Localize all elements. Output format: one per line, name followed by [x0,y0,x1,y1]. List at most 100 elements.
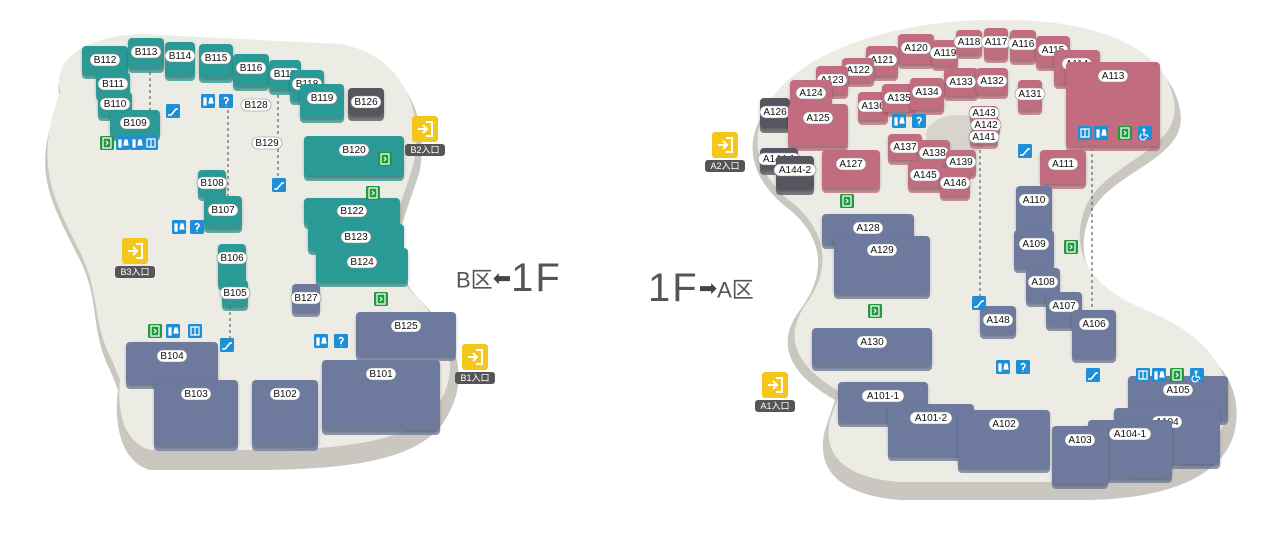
exit-icon [1064,240,1078,254]
entrance-label: B2入口 [410,145,439,155]
store-unit-b114[interactable]: B114 [164,42,196,81]
store-unit-b109[interactable]: B109 [110,110,160,141]
store-unit-b129[interactable]: B129 [251,136,283,150]
store-unit-a146[interactable]: A146 [939,170,971,201]
info-icon-glyph [916,116,922,126]
store-unit-a110[interactable]: A110 [1016,186,1052,235]
store-unit-a145[interactable]: A145 [908,162,942,193]
store-unit-a101-2[interactable]: A101-2 [888,404,974,461]
store-unit-a122[interactable]: A122 [842,58,874,87]
store-label: A101-1 [867,391,900,402]
store-label-pill [1018,193,1050,207]
store-label-pill [982,313,1014,327]
store-unit-b103[interactable]: B103 [154,380,238,451]
store-unit-b104[interactable]: B104 [126,342,218,389]
store-unit-b124[interactable]: B124 [316,248,408,287]
store-unit-b125[interactable]: B125 [356,312,456,361]
store-unit-a109[interactable]: A109 [1014,230,1054,273]
store-unit-b107[interactable]: B107 [204,196,242,233]
elevator-icon [144,136,158,150]
exit-icon [1170,368,1184,382]
store-unit-a125[interactable]: A125 [788,104,848,151]
escalator-icon-bg [220,338,234,352]
store-unit-a144-2[interactable]: A144-2 [773,156,817,195]
store-label-pill [1048,299,1080,313]
store-unit-b113[interactable]: B113 [128,38,164,73]
store-unit-a135[interactable]: A135 [882,84,916,117]
store-label: B122 [340,206,364,217]
store-unit-b120[interactable]: B120 [304,136,404,181]
store-label: B123 [344,232,368,243]
accessible-icon-bg [1138,126,1152,140]
store-unit-a129[interactable]: A129 [834,236,930,299]
store-label-pill [196,176,228,190]
store-unit-b115[interactable]: B115 [199,44,233,83]
store-unit-a127[interactable]: A127 [822,150,880,193]
escalator-icon-bg [1018,144,1032,158]
store-label: A145 [913,170,937,181]
store-label: B110 [104,99,127,110]
restroom-icon [130,136,144,150]
info-icon-glyph [223,96,229,106]
store-unit-a113[interactable]: A113 [1066,62,1160,151]
store-unit-b126[interactable]: B126 [348,88,384,121]
store-unit-b122[interactable]: B122 [304,198,400,229]
info-icon-bg [334,334,348,348]
store-label: A143 [972,108,996,119]
store-unit-a103[interactable]: A103 [1052,426,1108,489]
store-label-pill [119,116,151,130]
store-unit-b105[interactable]: B105 [219,280,251,311]
store-label: A113 [1102,71,1125,82]
info-icon [912,114,926,128]
entrance-B2入口[interactable]: B2入口 [405,116,445,156]
entrance-A2入口[interactable]: A2入口 [705,132,745,172]
escalator-icon [220,338,234,352]
store-unit-a131[interactable]: A131 [1014,80,1046,115]
store-unit-a132[interactable]: A132 [976,68,1008,99]
accessible-icon-glyph [1191,370,1201,383]
store-unit-a119[interactable]: A119 [929,40,961,71]
store-unit-a141[interactable]: A141 [968,130,1000,149]
store-unit-b102[interactable]: B102 [252,380,318,451]
store-unit-b101[interactable]: B101 [322,360,440,435]
store-unit-b128[interactable]: B128 [240,98,272,112]
store-label-pill [795,86,827,100]
store-unit-a134[interactable]: A134 [910,78,944,115]
store-unit-a102[interactable]: A102 [958,410,1050,473]
store-unit-a117[interactable]: A117 [980,28,1012,63]
store-unit-a118[interactable]: A118 [953,30,985,59]
entrance-B3入口[interactable]: B3入口 [115,238,155,278]
store-unit-a104-1[interactable]: A104-1 [1088,420,1172,483]
entrance-A1入口[interactable]: A1入口 [755,372,795,412]
store-unit-a130[interactable]: A130 [812,328,932,371]
store-unit-a133[interactable]: A133 [944,68,978,101]
escalator-icon-glyph [1088,372,1098,380]
store-unit-b108[interactable]: B108 [196,170,228,201]
store-label-pill [1047,157,1079,171]
store-unit-a148[interactable]: A148 [980,306,1016,339]
store-unit-b119[interactable]: B119 [300,84,344,123]
info-icon [334,334,348,348]
store-label-pill [1162,383,1194,397]
store-unit-b116[interactable]: B116 [233,54,269,91]
store-label: B101 [369,369,393,380]
store-unit-a120[interactable]: A120 [898,34,934,69]
store-label: A107 [1052,301,1076,312]
arrow-right-icon: ➡ [698,275,718,301]
store-unit-b127[interactable]: B127 [290,284,322,317]
store-unit-a106[interactable]: A106 [1072,310,1116,363]
store-unit-a111[interactable]: A111 [1040,150,1086,189]
icons-layer [100,94,1204,383]
store-label-pill [976,74,1008,88]
store-label: B117 [274,69,297,80]
restroom-icon-glyph [894,117,905,126]
store-label-pill [164,49,196,63]
store-unit-a136[interactable]: A136 [857,92,889,125]
store-unit-a137[interactable]: A137 [888,134,922,165]
store-label-pill [1078,317,1110,331]
entrance-B1入口[interactable]: B1入口 [455,344,495,384]
store-unit-a126[interactable]: A126 [759,98,791,133]
exit-icon [840,194,854,208]
store-unit-a116[interactable]: A116 [1007,30,1039,65]
